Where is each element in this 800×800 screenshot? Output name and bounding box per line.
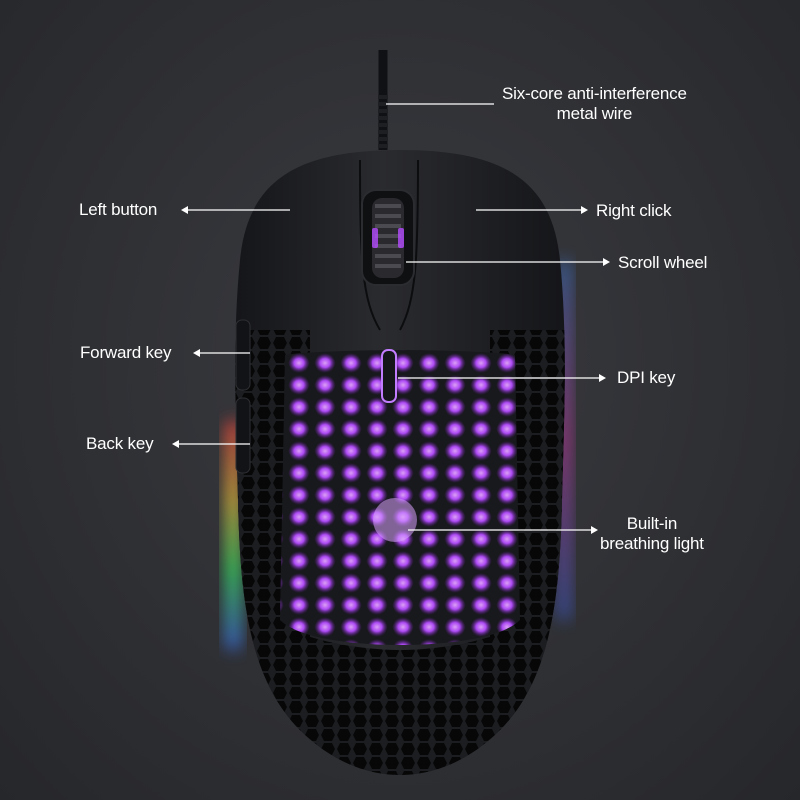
breathing-light-label: Built-in breathing light (600, 514, 704, 554)
back-key-graphic (235, 397, 251, 474)
rgb-glow-left (226, 420, 240, 650)
breathing-light-line2: breathing light (600, 534, 704, 553)
scroll-wheel-label: Scroll wheel (618, 253, 708, 272)
right-click-label: Right click (596, 201, 672, 220)
breathing-light-line1: Built-in (626, 514, 678, 533)
wire-label-line2: metal wire (556, 104, 633, 123)
back-key-label: Back key (86, 434, 154, 453)
dpi-key-graphic (381, 349, 397, 403)
left-button-label: Left button (79, 200, 158, 219)
scroll-wheel-graphic (361, 189, 415, 286)
forward-key-graphic (235, 319, 251, 391)
forward-key-label: Forward key (80, 343, 172, 362)
wire-label-line1: Six-core anti-interference (502, 84, 687, 103)
wire-label: Six-core anti-interference metal wire (502, 84, 687, 124)
dpi-key-label: DPI key (617, 368, 676, 387)
logo-icon (373, 498, 417, 542)
leader-lines (172, 103, 610, 534)
